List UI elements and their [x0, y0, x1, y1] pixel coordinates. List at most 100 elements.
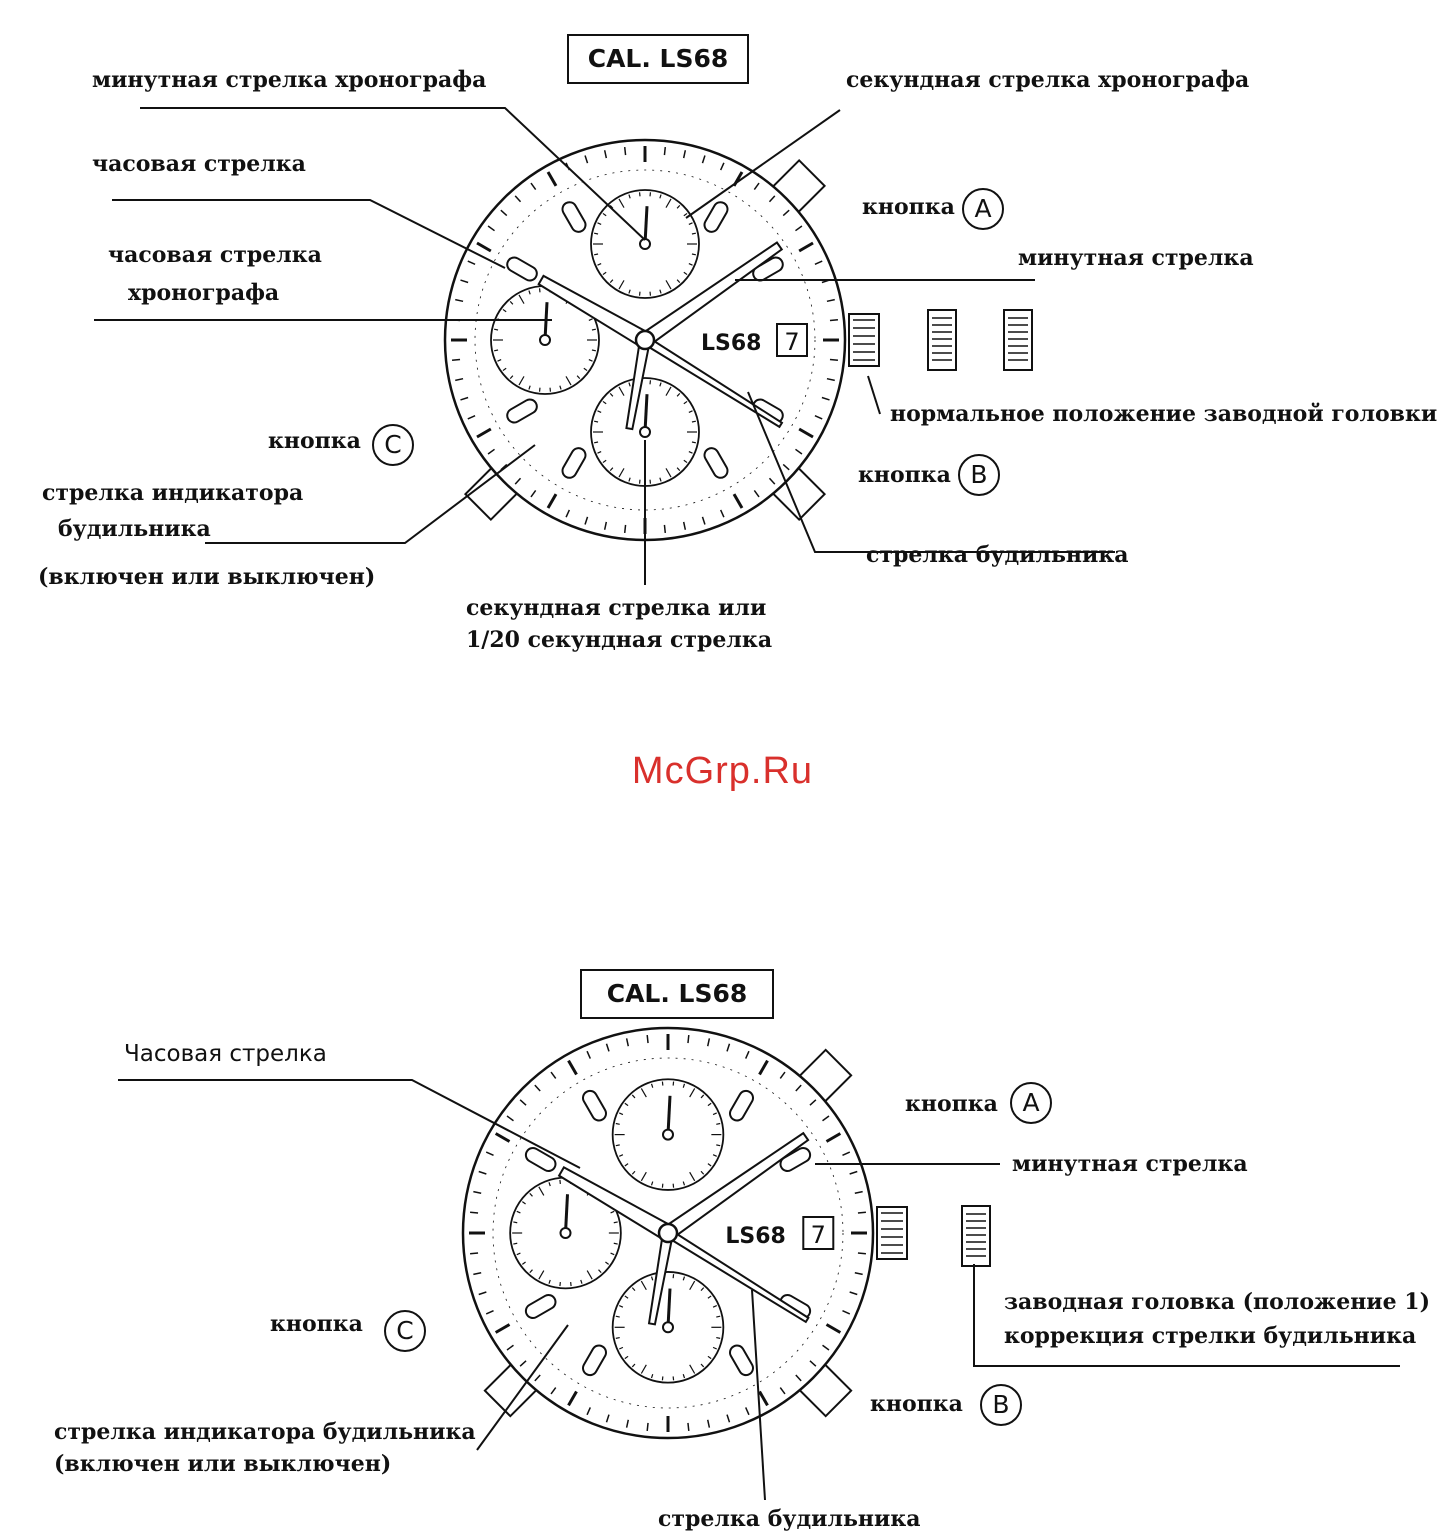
dial-tick: [682, 521, 687, 530]
dial-tick: [487, 448, 495, 455]
subdial-tick: [618, 198, 625, 208]
dial-tick: [500, 209, 508, 217]
dial-tick: [476, 427, 492, 439]
subdial-tick: [682, 1083, 686, 1088]
subdial-tick: [609, 467, 614, 472]
leader-crown-normal: [867, 375, 881, 415]
dial-tick: [857, 1211, 866, 1214]
dial-tick: [798, 241, 814, 253]
subdial-chrono-minute-pin: [639, 238, 651, 250]
subdial-tick: [665, 280, 672, 290]
dial-tick: [701, 516, 706, 525]
watermark: McGrp.Ru: [631, 750, 814, 792]
subdial-tick: [683, 400, 688, 405]
subdial-tick: [516, 1210, 521, 1214]
label-seconds-hand-1: секундная стрелка или: [466, 595, 767, 621]
subdial-tick: [688, 410, 693, 414]
dial-tick: [514, 477, 522, 485]
subdial-tick: [602, 400, 607, 405]
subdial-tick: [659, 382, 662, 387]
subdial-tick: [602, 271, 607, 276]
label-button-a-2: кнопка: [905, 1091, 998, 1117]
dial-tick: [814, 260, 823, 266]
dial-tick: [663, 146, 667, 156]
leader-chrono-minute: [140, 107, 646, 241]
subdial-tick: [615, 1315, 620, 1318]
label-button-b-2: кнопка: [870, 1391, 963, 1417]
subdial-tick: [700, 1363, 705, 1368]
dial-tick: [809, 1099, 817, 1106]
subdial-tick: [597, 222, 602, 226]
dial-tick: [809, 1360, 817, 1367]
dial-tick: [478, 1170, 487, 1175]
subdial-tick: [597, 410, 602, 414]
label-minute-hand: минутная стрелка: [1018, 245, 1254, 271]
subdial-tick: [594, 420, 599, 423]
dial-tick: [506, 1115, 514, 1122]
dial-tick: [534, 1084, 541, 1092]
dial-tick: [849, 1291, 858, 1296]
dial-tick: [467, 414, 476, 420]
label-crown-position1-2: коррекция стрелки будильника: [1004, 1323, 1417, 1349]
dial-tick: [519, 1360, 527, 1367]
subdial-tick: [619, 1346, 624, 1350]
label-button-c: кнопка: [268, 428, 361, 454]
subdial-tick: [659, 194, 662, 199]
subdial-tick: [613, 1221, 618, 1224]
subdial-tick: [609, 392, 614, 397]
dial-tick: [825, 1323, 842, 1334]
dial-tick: [534, 1374, 541, 1382]
label-button-c-2: кнопка: [270, 1311, 363, 1337]
subdial-tick: [628, 477, 631, 482]
crown: [848, 313, 880, 367]
subdial-tick: [665, 386, 672, 396]
subdial-tick: [650, 1083, 654, 1088]
dial-tick: [646, 1035, 649, 1044]
subdial-tick: [628, 194, 631, 199]
subdial-tick: [665, 198, 672, 208]
leader-alarm-indicator-2: [476, 1324, 569, 1451]
subdial-tick: [609, 204, 614, 209]
dial-tick: [822, 1115, 830, 1122]
dial-tick: [753, 490, 760, 498]
label-hour-hand: часовая стрелка: [92, 151, 306, 177]
dial-tick: [758, 1390, 769, 1407]
subdial-tick: [688, 450, 693, 454]
dial-model-text: LS68: [701, 331, 761, 356]
label-button-b: кнопка: [858, 462, 951, 488]
dial-tick: [460, 279, 469, 284]
dial-tick: [745, 1407, 750, 1416]
date-window: [802, 1216, 835, 1250]
subdial-tick: [619, 1154, 624, 1157]
dial-tick: [779, 1387, 786, 1395]
dial-tick: [546, 493, 558, 509]
hour-marker: [729, 1344, 754, 1377]
dial-tick: [625, 1419, 630, 1428]
dial-tick: [550, 1071, 557, 1079]
subdial-tick: [521, 1201, 526, 1205]
subdial-tick: [716, 1144, 721, 1147]
leader-hour: [112, 199, 506, 269]
subdial-tick: [689, 1088, 696, 1098]
subdial-tick: [518, 376, 525, 386]
dial-tick: [467, 260, 476, 266]
subdial-tick: [619, 1305, 624, 1308]
subdial-tick: [631, 1094, 636, 1099]
hour-marker: [703, 447, 729, 479]
subdial-tick: [691, 232, 696, 235]
hour-marker: [506, 256, 538, 282]
subdial-tick: [615, 1144, 620, 1147]
dial-tick: [758, 1059, 769, 1076]
dial-tick: [546, 171, 558, 187]
subdial-tick: [565, 376, 572, 386]
letter-b-icon: B: [958, 454, 1000, 496]
subdial-tick: [691, 253, 696, 256]
hour-marker: [703, 201, 729, 233]
subdial-tick: [659, 289, 662, 294]
dial-tick: [822, 1344, 830, 1351]
subdial-tick: [521, 1261, 526, 1265]
subdial-tick: [689, 1171, 696, 1182]
dial-tick: [826, 298, 835, 303]
